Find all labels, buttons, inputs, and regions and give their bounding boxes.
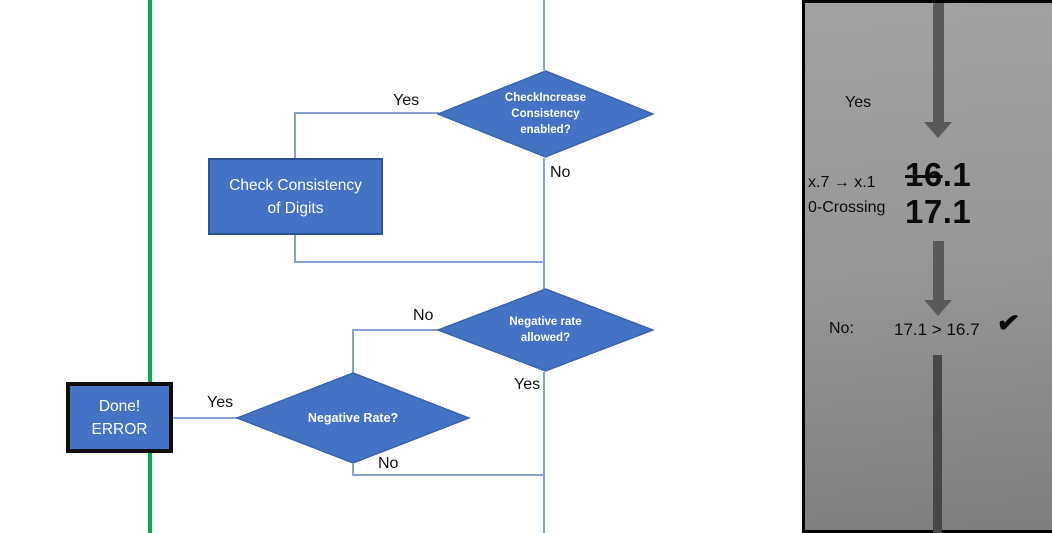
label-no-check-increase: No xyxy=(550,164,571,181)
down-arrow-2-shaft xyxy=(933,241,944,301)
decision-check-increase-text: CheckIncrease Consistency enabled? xyxy=(504,92,587,136)
terminal-done-error: Done! ERROR xyxy=(66,382,173,453)
green-divider-line xyxy=(148,0,152,533)
connector-no-negative-rate-h xyxy=(352,474,545,476)
diamond-shape xyxy=(437,70,654,158)
panel-yes-label: Yes xyxy=(845,94,872,111)
label-no-rate-allowed: No xyxy=(413,307,434,324)
connector-process-down-v xyxy=(294,235,296,263)
decision-check-increase-consistency: CheckIncrease Consistency enabled? xyxy=(437,70,654,158)
connector-process-merge-h xyxy=(294,261,545,263)
down-bar-continuation xyxy=(933,355,942,533)
connector-no-check-increase-v xyxy=(543,158,545,289)
decision-negative-rate: Negative Rate? xyxy=(236,372,470,464)
transition-rule-text: x.7 → x.1 0-Crossing xyxy=(808,174,886,216)
down-arrow-1-shaft xyxy=(933,3,944,123)
label-no-negative-rate: No xyxy=(378,455,399,472)
connector-top-into-check-increase xyxy=(543,0,545,70)
new-value: 17.1 xyxy=(905,193,972,230)
side-panel: Yes x.7 → x.1 0-Crossing 16.1 17.1 No: 1… xyxy=(802,0,1052,533)
connector-yes-check-increase-v xyxy=(294,112,296,159)
connector-yes-check-increase-h xyxy=(294,112,439,114)
label-yes-check-increase: Yes xyxy=(393,92,420,109)
connector-no-rate-allowed-h xyxy=(352,329,439,331)
down-arrow-1-head xyxy=(924,122,952,138)
connector-yes-rate-allowed-v xyxy=(543,372,545,533)
process-check-consistency-of-digits: Check Consistency of Digits xyxy=(208,158,383,235)
comparison-answer: No: xyxy=(829,320,854,337)
comparison-expression: 17.1 > 16.7 xyxy=(894,320,980,339)
label-yes-rate-allowed: Yes xyxy=(514,376,541,393)
diamond-shape xyxy=(437,288,654,372)
connector-no-rate-allowed-v xyxy=(352,329,354,373)
decision-negative-rate-allowed: Negative rate allowed? xyxy=(437,288,654,372)
old-value-strikethrough: 16.1 xyxy=(905,156,972,193)
down-arrow-2-head xyxy=(924,300,952,316)
decision-negative-rate-text: Negative Rate? xyxy=(307,411,399,425)
checkmark-icon: ✔ xyxy=(995,306,1022,340)
diamond-shape xyxy=(236,372,470,464)
connector-no-negative-rate-v xyxy=(352,464,354,476)
decision-negative-rate-allowed-text: Negative rate allowed? xyxy=(509,316,582,344)
connector-yes-negative-rate-h xyxy=(173,417,237,419)
label-yes-negative-rate: Yes xyxy=(207,394,234,411)
